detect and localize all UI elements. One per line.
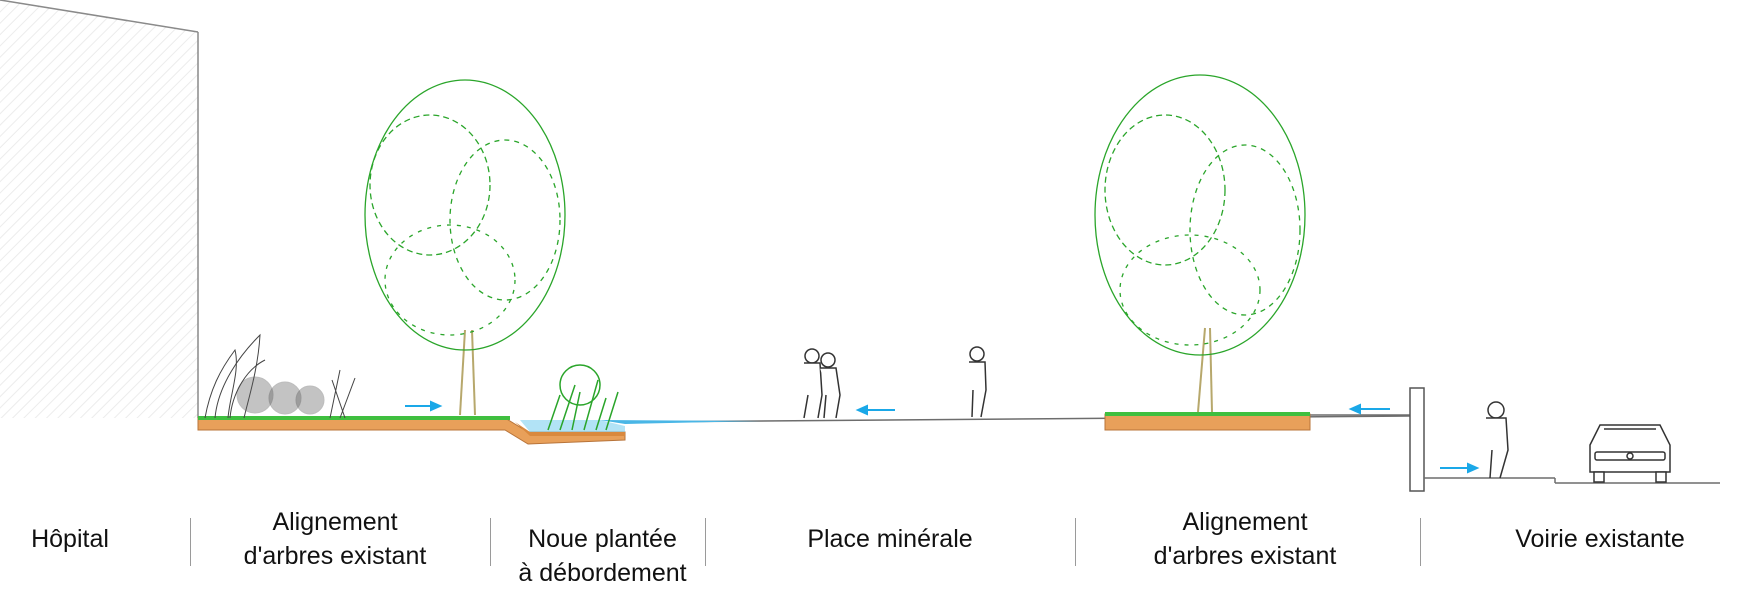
- zone-label-alignement-2: Alignement d'arbres existant: [1115, 505, 1375, 573]
- label-noue-line1: Noue plantée: [528, 525, 677, 553]
- planting-bed-1: [197, 416, 626, 445]
- label-place: Place minérale: [807, 525, 973, 553]
- zone-label-voirie: Voirie existante: [1470, 522, 1730, 556]
- pedestrian-icon: [969, 346, 987, 418]
- swale-plants-icon: [547, 364, 619, 431]
- swale: [515, 420, 760, 436]
- label-alignement-2-line1: Alignement: [1182, 508, 1308, 536]
- label-alignement-2-line2: d'arbres existant: [1153, 542, 1337, 570]
- flow-arrow-4: [1440, 462, 1480, 474]
- tree-1-icon: [364, 79, 566, 416]
- label-voirie: Voirie existante: [1515, 525, 1685, 553]
- tree-2-icon: [1094, 74, 1306, 413]
- separator: [190, 518, 191, 566]
- pedestrian-road-icon: [1486, 401, 1509, 479]
- label-hopital: Hôpital: [31, 525, 109, 553]
- label-noue-line2: à débordement: [518, 559, 687, 587]
- road-wall: [1409, 387, 1720, 492]
- zone-label-noue: Noue plantée à débordement: [500, 522, 705, 590]
- zone-label-place: Place minérale: [740, 522, 1040, 556]
- separator: [1075, 518, 1076, 566]
- zone-label-hopital: Hôpital: [10, 522, 130, 556]
- separator: [705, 518, 706, 566]
- zone-label-alignement-1: Alignement d'arbres existant: [205, 505, 465, 573]
- car-icon: [1589, 424, 1671, 483]
- pedestrian-couple-icon: [803, 348, 841, 419]
- flow-arrow-2: [855, 404, 895, 416]
- flow-arrow-3: [1348, 403, 1390, 415]
- separator: [1420, 518, 1421, 566]
- hospital-building: [0, 0, 199, 418]
- label-alignement-1-line2: d'arbres existant: [243, 542, 427, 570]
- planting-bed-2: [1104, 412, 1311, 431]
- label-alignement-1-line1: Alignement: [272, 508, 398, 536]
- flow-arrow-1: [405, 400, 443, 412]
- shrubs-icon: [204, 333, 356, 419]
- separator: [490, 518, 491, 566]
